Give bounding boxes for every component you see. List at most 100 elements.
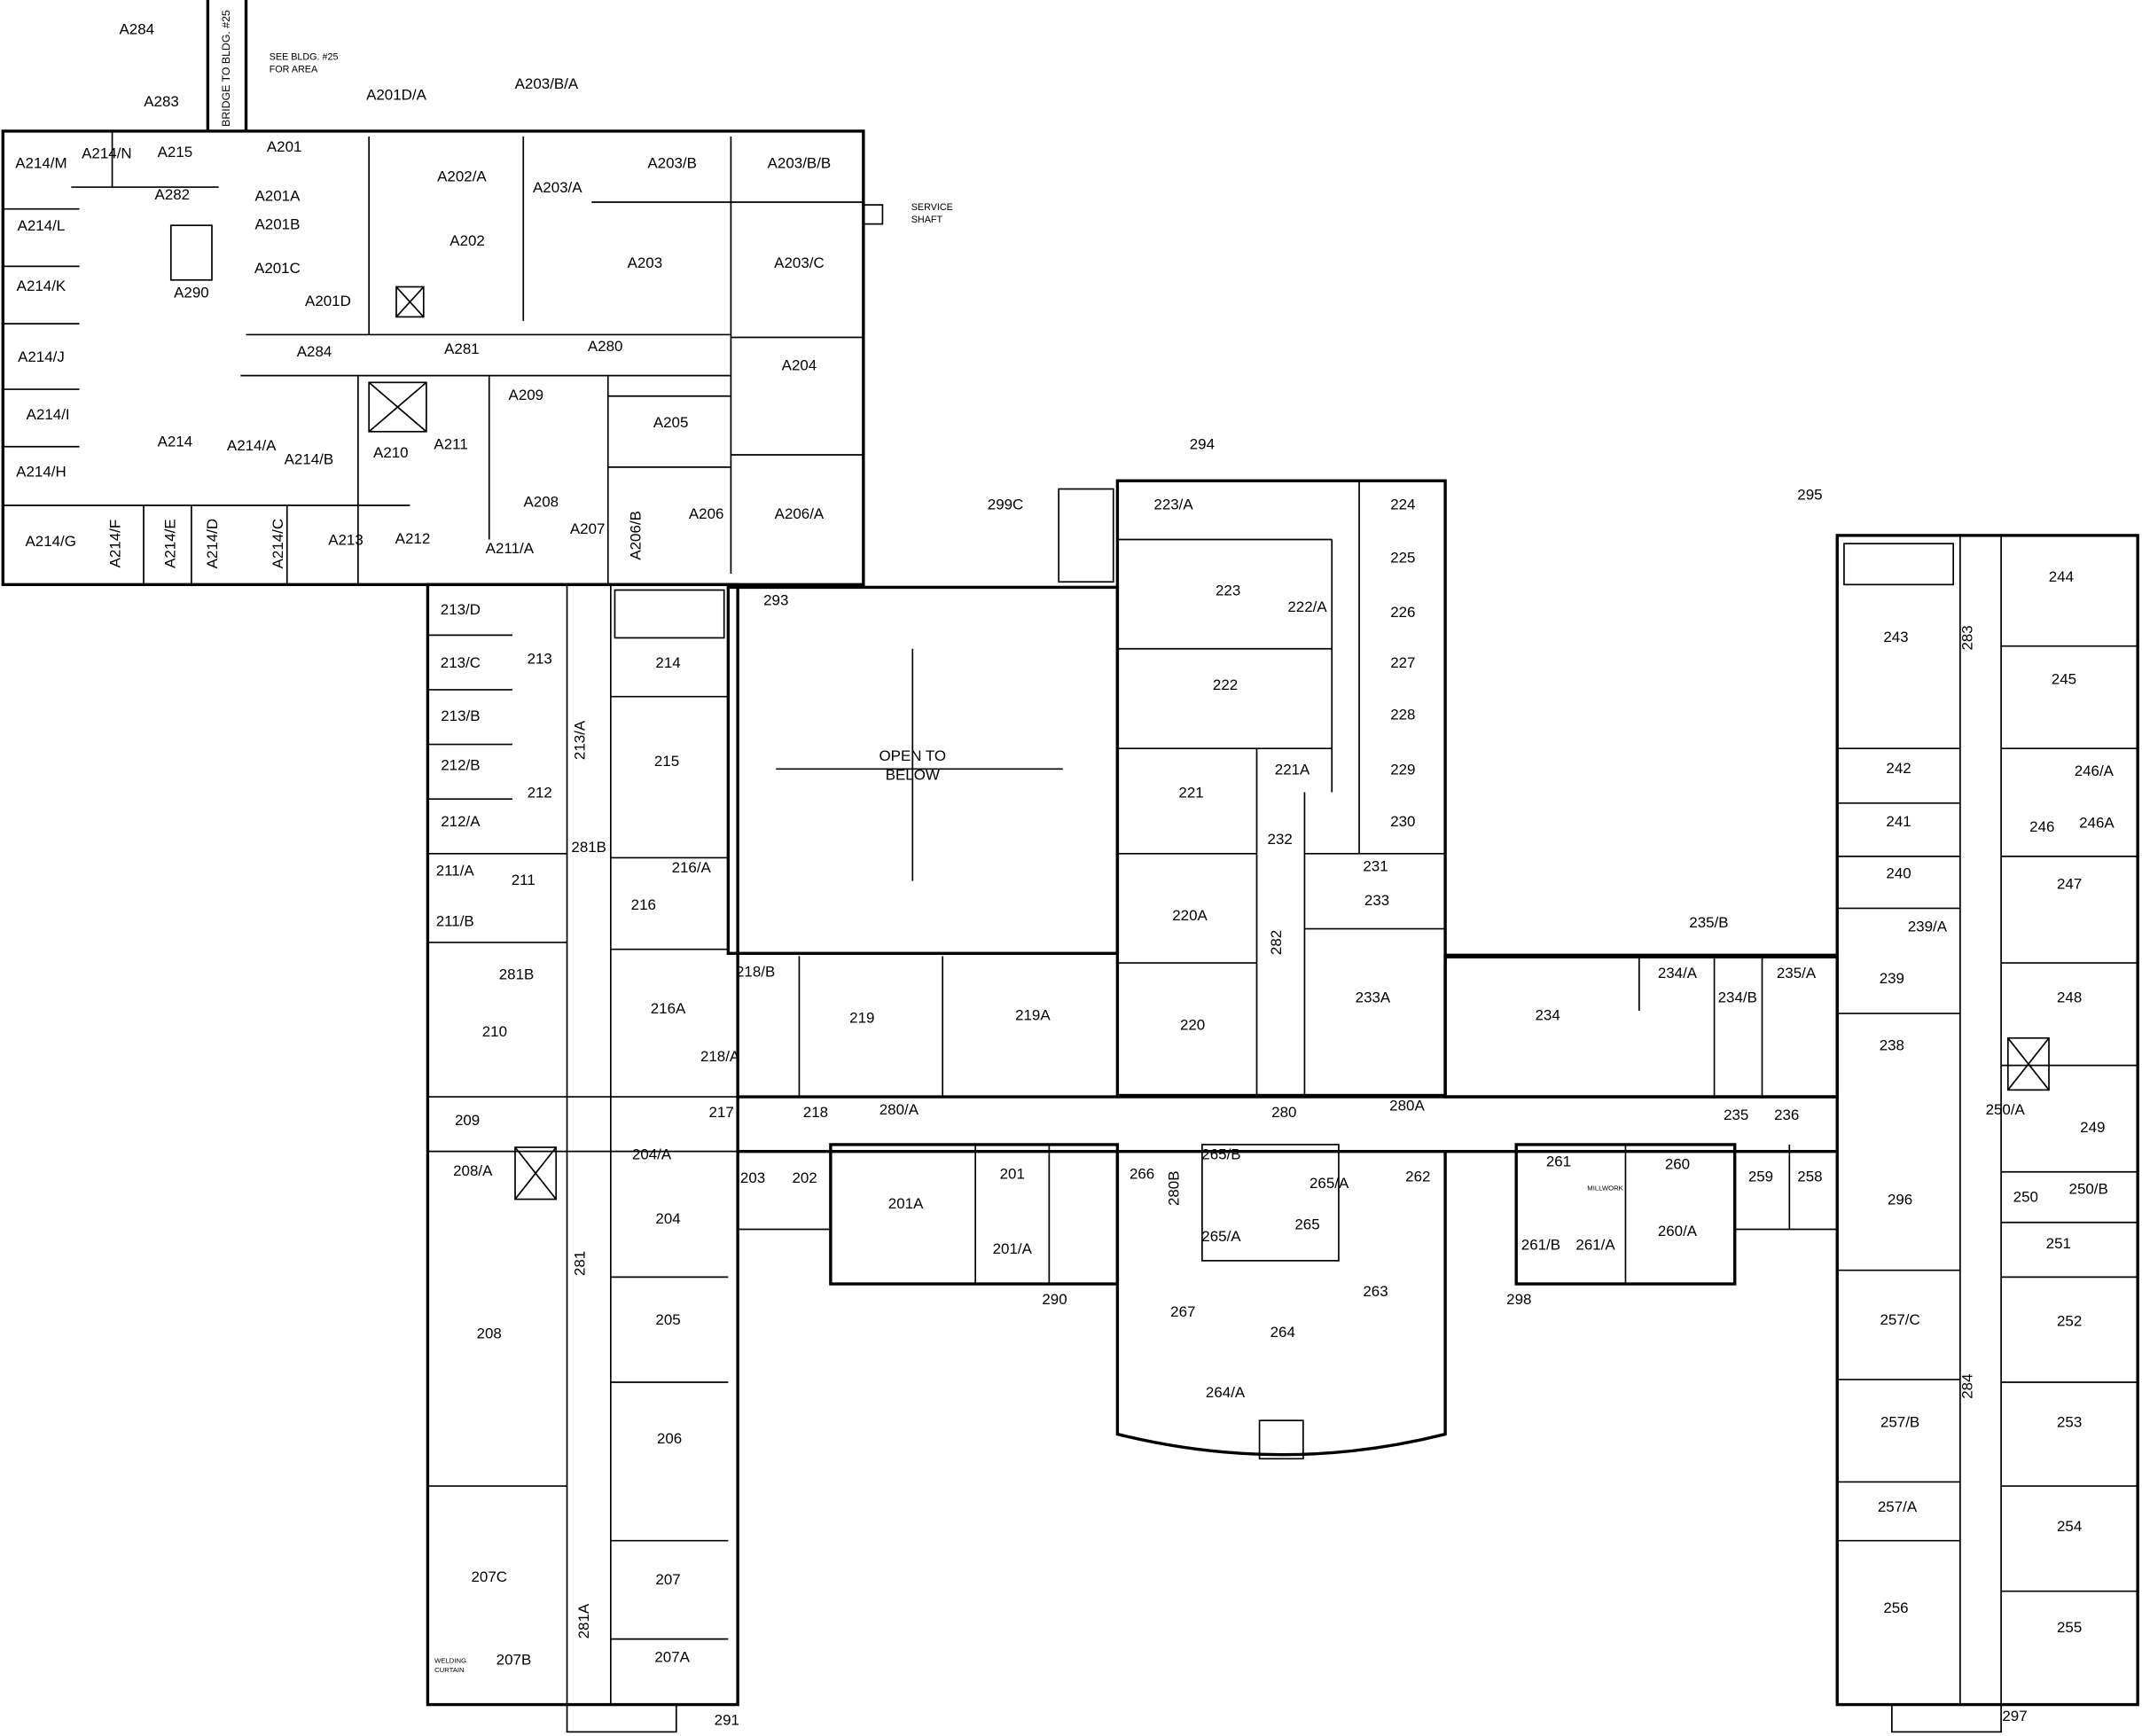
room-label: 264 [1270,1324,1295,1341]
room-label: 223 [1216,583,1240,599]
room-label: 260/A [1658,1223,1698,1239]
room-label: 213/B [441,708,480,724]
room-label: A214/J [18,348,65,365]
room-label: A214 [158,434,193,450]
welding-curtain-note-2: CURTAIN [434,1666,464,1674]
room-label: 297 [2002,1708,2027,1724]
room-label: 201 [1000,1165,1025,1182]
room-label: 203 [740,1169,765,1186]
room-label: 246/A [2075,762,2115,779]
room-label: 216A [651,1000,686,1017]
room-label: 299C [988,496,1024,512]
room-label: A203/B/A [515,75,579,92]
room-label: A213 [328,532,364,549]
room-label: 254 [2057,1518,2082,1535]
room-label: 201A [888,1195,924,1212]
room-label: 260 [1665,1156,1690,1173]
room-label: 265/A [1309,1175,1349,1192]
room-label: 220 [1180,1016,1205,1033]
room-label: A211 [434,436,467,453]
room-label: A208 [523,493,559,510]
room-label: A206 [689,505,724,522]
room-label: 214 [655,654,680,671]
room-label: A214/N [82,145,131,162]
service-shaft-note-2: SHAFT [911,215,943,225]
room-label: 295 [1797,487,1822,504]
room-label: 229 [1390,761,1415,778]
room-label: 222/A [1287,598,1327,615]
room-label: 201/A [993,1240,1033,1257]
room-label: A205 [653,414,689,431]
room-label: A215 [158,144,193,160]
millwork-note: MILLWORK [1587,1184,1623,1192]
room-label: 235/B [1689,914,1728,931]
see-bldg-note-2: FOR AREA [270,64,318,74]
room-label: 230 [1390,813,1415,830]
room-label: 202 [792,1169,817,1186]
room-label: A284 [297,343,332,360]
room-label: 240 [1886,864,1911,881]
room-label: A214/L [18,217,66,234]
room-label: 261/A [1575,1236,1615,1253]
room-label: A206/B [628,511,645,560]
room-label: 228 [1390,707,1415,723]
room-label: 223/A [1153,496,1193,512]
room-label: 241 [1886,813,1911,830]
room-label: 212/A [441,813,481,830]
room-label: A214/M [15,154,66,171]
room-label: 265/A [1201,1228,1241,1245]
room-label: 213 [528,651,552,668]
room-label: 227 [1390,654,1415,671]
room-label: 239 [1880,970,1904,987]
room-label: 224 [1390,496,1415,512]
room-label: 280/A [879,1101,919,1118]
room-label: 220A [1172,907,1208,924]
notes: BRIDGE TO BLDG. #25 SEE BLDG. #25 FOR AR… [220,10,1623,1674]
room-label: A212 [395,530,431,547]
room-label: 281B [571,839,606,856]
room-label: A206/A [775,505,825,522]
room-label: A203/B/B [768,154,832,171]
room-label: A214/G [26,533,76,550]
room-label: 211/B [436,912,474,929]
room-label: 234 [1536,1007,1560,1024]
room-label: 232 [1268,831,1293,848]
room-label: 251 [2046,1235,2071,1252]
room-label: A290 [174,285,209,301]
room-label: 213/D [441,601,481,618]
room-label: 211 [512,872,536,888]
room-label: 243 [1883,629,1908,645]
room-label: 250/B [2069,1180,2108,1197]
room-label: 208 [477,1325,502,1342]
open-to-below-2: BELOW [886,766,940,783]
room-label: A214/H [16,463,66,480]
room-label: A209 [509,387,544,403]
room-label: 206 [657,1430,682,1447]
room-label: 252 [2057,1313,2082,1330]
room-label: A214/B [285,451,334,468]
room-label: A201D/A [366,86,426,103]
room-label: 218 [803,1104,828,1121]
room-label: 282 [1268,930,1285,955]
room-label: 233 [1364,892,1389,909]
room-label: A214/I [27,406,70,423]
room-label: 246 [2029,818,2054,835]
room-label: 219 [849,1010,874,1027]
room-label: 216/A [672,859,712,876]
room-label: 250/A [1986,1101,2026,1118]
room-label: 291 [715,1712,739,1729]
room-label: A203 [628,254,663,271]
see-bldg-note-1: SEE BLDG. #25 [270,52,339,63]
room-label: 258 [1797,1168,1822,1185]
room-label: 280B [1166,1170,1183,1206]
room-label: A202/A [437,168,487,185]
room-label: 298 [1506,1291,1531,1308]
room-label: A214/E [161,519,178,568]
room-label: 238 [1880,1037,1904,1054]
room-label: A201 [267,138,302,155]
room-label: 249 [2080,1119,2105,1136]
room-label: A214/C [270,519,286,569]
room-label: 257/C [1880,1311,1919,1328]
room-label: 209 [455,1112,480,1129]
room-label: 259 [1748,1168,1773,1185]
